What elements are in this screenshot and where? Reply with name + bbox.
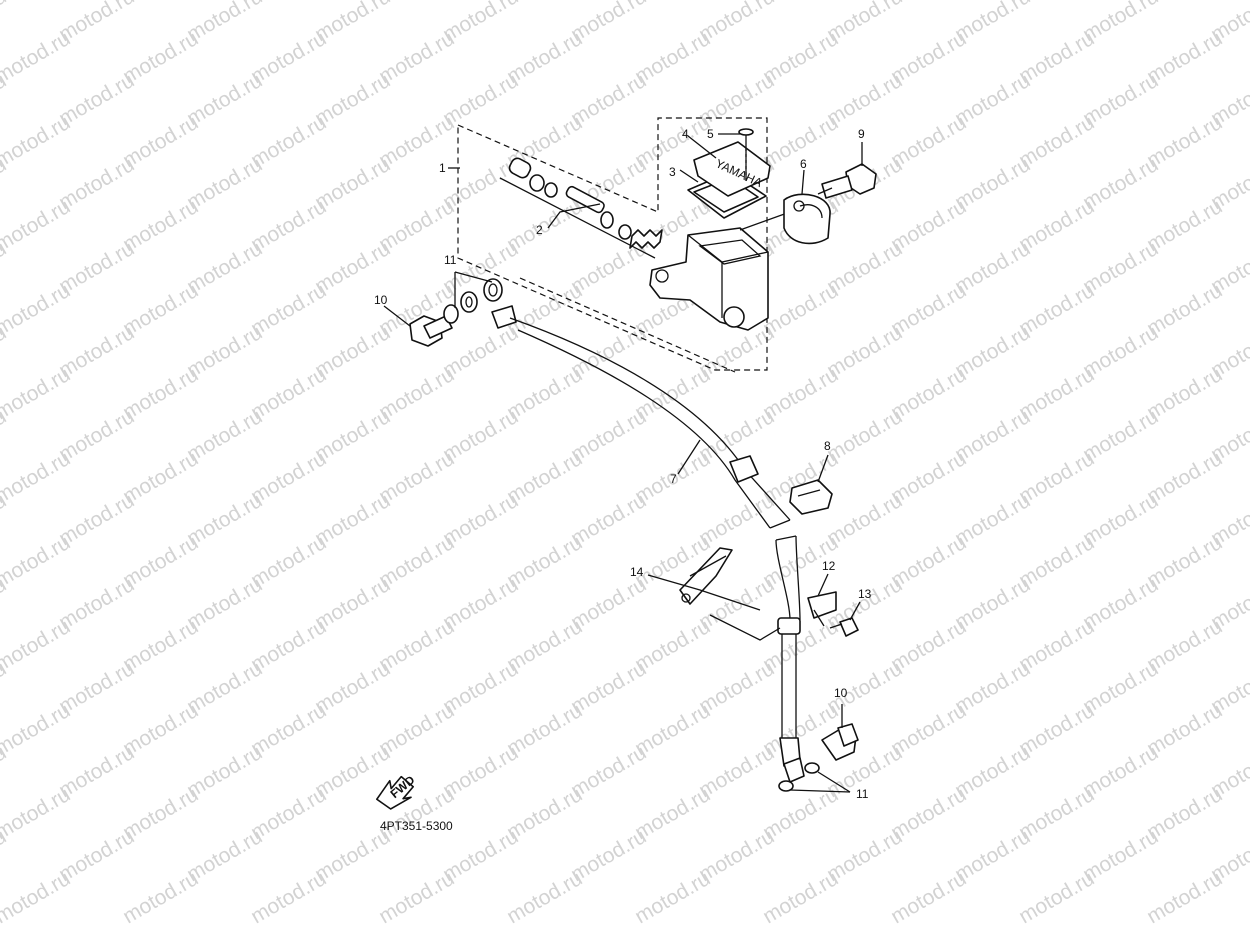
leader-lines (383, 133, 863, 793)
hose-holder (807, 591, 837, 627)
callout-14: 14 (630, 565, 644, 579)
callout-7: 7 (670, 472, 677, 486)
union-bolt-bottom (821, 723, 859, 761)
callout-9: 9 (858, 127, 865, 141)
callout-6: 6 (800, 157, 807, 171)
callout-10-bottom: 10 (834, 686, 848, 700)
callout-12: 12 (822, 559, 836, 573)
master-cylinder-body (649, 211, 791, 331)
holder-bolt (817, 163, 877, 199)
hose-guide (679, 547, 733, 605)
callout-13: 13 (858, 587, 872, 601)
brake-hose (491, 305, 820, 792)
callout-8: 8 (824, 439, 831, 453)
cap-screw (738, 128, 754, 184)
hose-clip (789, 479, 833, 515)
callout-11-bottom: 11 (856, 787, 869, 801)
callout-2: 2 (536, 223, 543, 237)
assembly-guide-line (519, 277, 736, 373)
assembly-outline (457, 117, 768, 371)
callouts: 1 2 3 4 5 6 7 8 9 10 10 11 11 12 13 14 (374, 127, 872, 801)
callout-1: 1 (439, 161, 446, 175)
diagram-code: 4PT351-5300 (380, 819, 453, 833)
callout-11-top: 11 (444, 253, 457, 267)
callout-5: 5 (707, 127, 714, 141)
hose-holder-bolt (829, 617, 859, 637)
piston-kit (499, 157, 663, 259)
master-cylinder-holder (783, 193, 831, 245)
callout-10-top: 10 (374, 293, 388, 307)
union-bolt-top (409, 278, 503, 347)
callout-4: 4 (682, 127, 689, 141)
callout-3: 3 (669, 165, 676, 179)
